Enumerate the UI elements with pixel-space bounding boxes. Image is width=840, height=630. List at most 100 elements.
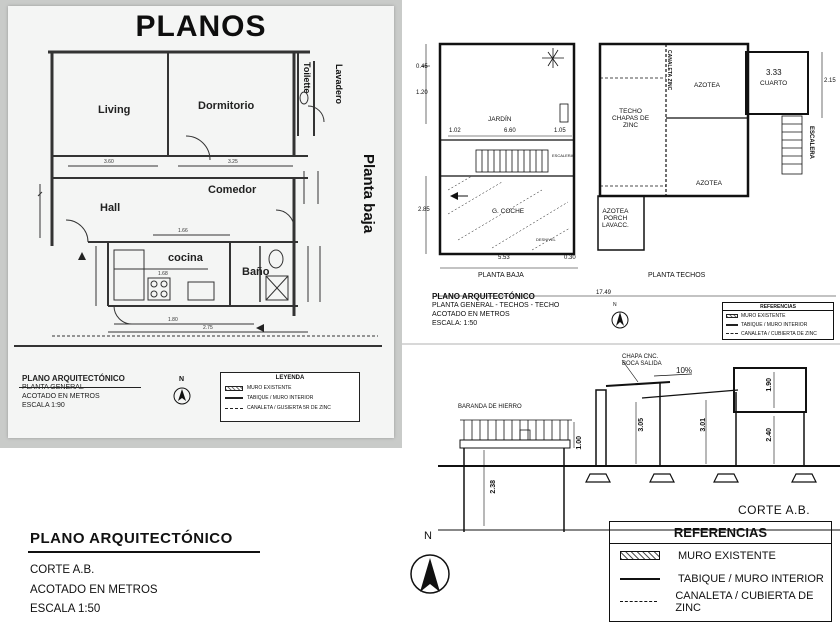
room-lavadero: Lavadero (334, 64, 344, 105)
legend-item-label: MURO EXISTENTE (247, 385, 292, 391)
room-cocina: cocina (168, 252, 203, 264)
room-azotea-porch: AZOTEA PORCH LAVACC. (602, 208, 629, 229)
dim-label: 1.05 (554, 128, 566, 134)
dim-label: 1.02 (449, 128, 461, 134)
room-azotea-porch-line: AZOTEA (602, 208, 629, 215)
legend-row: TABIQUE / MURO INTERIOR (225, 393, 355, 403)
dim-label: 5.53 (498, 255, 510, 261)
room-jardin: JARDÍN (488, 116, 512, 123)
dash-swatch (620, 601, 658, 602)
dim-label: 2.85 (418, 207, 430, 213)
title-block-line: ESCALA: 1:50 (432, 320, 478, 327)
plan-photo: PLANOS (0, 0, 402, 448)
room-techo-line: TECHO (619, 108, 642, 115)
reference-item-label: CANALETA / CUBIERTA DE ZINC (675, 589, 814, 614)
room-techo: TECHO CHAPAS DE ZINC (612, 108, 649, 129)
title-underline (28, 551, 260, 553)
dim-label: 1.00 (576, 436, 583, 450)
slope-label: 10% (676, 366, 693, 375)
roof-callout: CHAPA CNC. BOCA SALIDA (622, 354, 662, 368)
room-azotea: AZOTEA (696, 180, 723, 187)
room-living: Living (98, 104, 131, 116)
dim-label: 3.25 (228, 159, 238, 165)
planta-techos-drawing (402, 42, 840, 345)
title-block-title: PLANO ARQUITECTÓNICO (432, 292, 535, 301)
dim-label: 2.15 (824, 78, 836, 84)
railing-label: BARANDA DE HIERRO (458, 404, 522, 410)
legend-row: MURO EXISTENTE (225, 383, 355, 393)
room-dormitorio: Dormitorio (198, 100, 255, 112)
room-canaleta-line: ZINC (666, 78, 672, 91)
dim-label: 2.38 (490, 480, 497, 494)
room-azotea-porch-line: LAVACC. (602, 222, 629, 229)
roof-callout-line: CHAPA CNC. (622, 354, 659, 360)
dim-label: 3.05 (638, 418, 645, 432)
dim-label: 1.68 (158, 271, 168, 277)
dash-swatch (225, 407, 243, 409)
dim-label: 0.30 (564, 255, 576, 261)
room-desnivel: DESNIVEL (536, 237, 556, 242)
corte-section-drawing (410, 359, 840, 594)
dim-label: 0.45 (416, 64, 428, 70)
room-garage: G. COCHE (492, 208, 525, 215)
room-escalera-small: ESCALERA (552, 153, 574, 158)
hatch-swatch (726, 313, 738, 318)
line-swatch (225, 397, 243, 399)
legend-item-label: TABIQUE / MURO INTERIOR (247, 395, 314, 401)
references-row: TABIQUE / MURO INTERIOR (610, 567, 831, 590)
reference-item-label: TABIQUE / MURO INTERIOR (741, 321, 808, 328)
reference-item-label: MURO EXISTENTE (678, 549, 776, 562)
room-bano: Baño (242, 266, 270, 278)
title-block-title: PLANO ARQUITECTÓNICO (22, 374, 125, 383)
references-box: REFERENCIAS MURO EXISTENTE TABIQUE / MUR… (609, 521, 832, 622)
corte-title: PLANO ARQUITECTÓNICO (30, 530, 233, 547)
sheet-title: PLANOS (135, 10, 267, 43)
room-cuarto: CUARTO (760, 80, 788, 87)
title-block-line: PLANTA GENERAL - TECHOS - TECHO (432, 302, 560, 309)
legend-row: CANALETA / GUSIERTA 5R DE ZINC (225, 403, 355, 413)
label-planta-techos: PLANTA TECHOS (648, 272, 706, 279)
references-title: REFERENCIAS (610, 522, 831, 544)
hatch-swatch (620, 551, 660, 560)
north-label: N (424, 530, 432, 542)
room-hall: Hall (100, 202, 121, 214)
dim-label: 3.01 (700, 418, 707, 432)
line-swatch (620, 577, 660, 580)
corte-line: CORTE A.B. (30, 564, 95, 576)
room-azotea-porch-line: PORCH (603, 215, 628, 222)
dash-swatch (726, 333, 738, 334)
room-toilette: Toilette (302, 62, 312, 94)
north-label: N (179, 376, 185, 383)
dim-label: 1.20 (416, 90, 428, 96)
references-row: CANALETA / CUBIERTA DE ZINC (610, 589, 831, 614)
dim-label: 6.60 (504, 128, 516, 134)
north-arrow-icon (173, 387, 191, 405)
room-canaleta: CANALETA ZINC (666, 50, 672, 90)
references-row: CANALETA / CUBIERTA DE ZINC (723, 329, 833, 338)
dim-label: 1.80 (168, 317, 178, 323)
legend-title: LEYENDA (275, 375, 305, 381)
title-block-line: ACOTADO EN METROS (22, 393, 100, 400)
title-block-right: PLANO ARQUITECTÓNICO PLANTA GENERAL - TE… (432, 292, 559, 328)
hatch-swatch (225, 385, 243, 391)
dim-label: 2.75 (203, 325, 213, 331)
reference-item-label: CANALETA / CUBIERTA DE ZINC (741, 330, 817, 337)
references-box-small: REFERENCIAS MURO EXISTENTE TABIQUE / MUR… (722, 302, 834, 340)
references-title: REFERENCIAS (723, 303, 833, 311)
line-swatch (726, 323, 738, 326)
dim-label: 17.49 (596, 290, 612, 296)
label-planta-baja: PLANTA BAJA (478, 272, 524, 279)
dim-label: 3.60 (104, 159, 114, 165)
legend-box: LEYENDA MURO EXISTENTE TABIQUE / MURO IN… (220, 372, 360, 422)
room-escalera: ESCALERA (808, 126, 814, 160)
floor-plan-drawing (14, 50, 382, 347)
references-row: MURO EXISTENTE (723, 311, 833, 320)
dim-label: 3.33 (766, 68, 782, 77)
room-canaleta-line: CANALETA (666, 50, 672, 78)
title-block-line: ACOTADO EN METROS (432, 311, 510, 318)
dim-label: 2.40 (766, 428, 773, 442)
dim-label: 1.90 (766, 378, 773, 392)
side-label-planta-baja: Planta baja (360, 154, 377, 234)
references-row: TABIQUE / MURO INTERIOR (723, 320, 833, 329)
references-row: MURO EXISTENTE (610, 544, 831, 567)
